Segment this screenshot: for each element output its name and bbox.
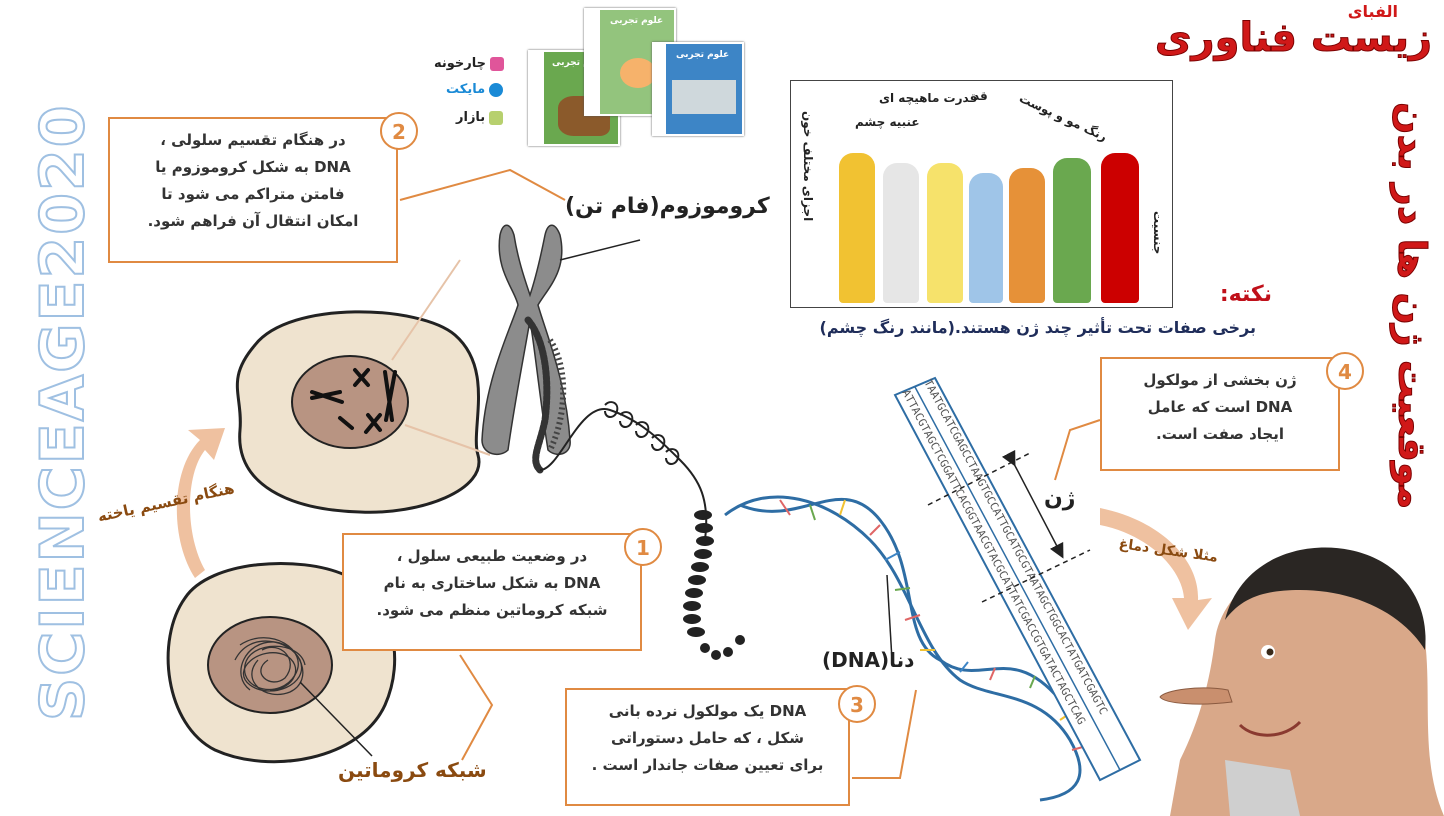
flamingo-image <box>672 80 736 114</box>
box-line: برای تعیین صفات جاندار است . <box>591 756 824 774</box>
dna-strand-left: ATTACGTAGCTCGGATTCACGGTAACGTACGCATTATCGA… <box>899 387 1088 726</box>
box-line: شکل ، که حامل دستوراتی <box>611 729 804 747</box>
label-chromatin: شبکه کروماتین <box>338 758 487 782</box>
label-muscle-power: قدرت ماهیچه ای <box>879 91 978 105</box>
dna-pointer <box>886 574 893 661</box>
label-eye-iris: عنبیه چشم <box>855 115 920 129</box>
box-line: DNA به شکل ساختاری به نام <box>383 574 601 592</box>
children-photo: عنبیه چشم قدرت ماهیچه ای قد رنگ مو و پوس… <box>790 80 1173 308</box>
label-chromosome: کروموزوم(فام تن) <box>565 194 770 219</box>
label-gene: ژن <box>1044 486 1076 511</box>
butterfly-image <box>620 58 656 88</box>
face-illustration <box>1159 547 1444 816</box>
box-line: شبکه کروماتین منظم می شود. <box>376 601 608 619</box>
label-gender: جنسیت <box>1151 211 1165 255</box>
division-arrow <box>176 428 225 578</box>
book-cover-title: علوم تجربی <box>676 50 730 60</box>
zoom-line-top <box>391 259 461 361</box>
children-figures <box>839 123 1169 303</box>
box-number-4: 4 <box>1326 352 1364 390</box>
label-dna: دنا(DNA) <box>822 648 915 672</box>
box-line: DNA به شکل کروموزوم یا <box>155 158 351 176</box>
chromatin-pointer <box>299 681 373 757</box>
zoom-line-bottom <box>404 424 491 456</box>
box-number-2: 2 <box>380 112 418 150</box>
info-box-2: در هنگام تقسیم سلولی ، DNA به شکل کروموز… <box>108 117 398 263</box>
chromatin-fiber <box>539 401 708 541</box>
book-cover-title: علوم تجربی <box>610 16 664 26</box>
gene-to-trait-arrow <box>1100 508 1212 630</box>
brand-label: مایکت <box>446 82 486 97</box>
brand-label: بازار <box>456 110 486 125</box>
chromosome-drawing <box>481 224 641 474</box>
note-title: نکته: <box>1219 282 1272 307</box>
label-height: قد <box>973 89 988 103</box>
box-line: در هنگام تقسیم سلولی ، <box>160 131 346 149</box>
brand-bazaar: بازار <box>456 110 504 125</box>
box-number-3: 3 <box>838 685 876 723</box>
watermark: SCIENCEAGE2020 <box>27 102 99 721</box>
note-text: برخی صفات تحت تأثیر چند ژن هستند.(مانند … <box>819 318 1257 337</box>
brand-myket: مایکت <box>446 82 504 97</box>
gene-region-markers <box>927 449 1091 603</box>
info-box-1: در وضعیت طبیعی سلول ، DNA به شکل ساختاری… <box>342 533 642 651</box>
box-line: فامتن متراکم می شود تا <box>161 185 345 203</box>
box-line: امکان انتقال آن فراهم شود. <box>147 212 359 230</box>
book-cover-1: علوم تجربی <box>528 50 620 146</box>
bazaar-basket-icon <box>489 110 504 125</box>
normal-cell <box>166 562 397 764</box>
box-line: در وضعیت طبیعی سلول ، <box>396 547 588 565</box>
box-leaders <box>399 168 1101 779</box>
dna-ladder <box>893 376 1142 782</box>
nucleosome-beads <box>683 510 745 660</box>
condensed-chromosomes <box>310 368 397 434</box>
myket-icon <box>489 82 504 97</box>
brand-label: چارخونه <box>434 56 487 71</box>
book-cover-title: علوم تجربی <box>552 58 606 68</box>
label-blood-type: اجزای مختلف خون <box>801 111 815 222</box>
brand-charkhoneh: چارخونه <box>434 56 505 71</box>
chromatin-tangle <box>234 637 306 696</box>
box-line: DNA است که عامل <box>1147 398 1293 416</box>
info-box-4: ژن بخشی از مولکول DNA است که عامل ایجاد … <box>1100 357 1340 471</box>
dividing-cell <box>235 259 491 514</box>
box-line: ژن بخشی از مولکول <box>1143 371 1297 389</box>
box-number-1: 1 <box>624 528 662 566</box>
page-title: زیست فناوری <box>1154 15 1432 61</box>
box-line: DNA یک مولکول نرده بانی <box>608 702 807 720</box>
info-box-3: DNA یک مولکول نرده بانی شکل ، که حامل دس… <box>565 688 850 806</box>
charkhoneh-icon <box>490 56 505 71</box>
vertical-title: موقعیت ژن ها در بدن <box>1390 102 1435 510</box>
book-cover-3: علوم تجربی <box>652 42 744 136</box>
box-line: ایجاد صفت است. <box>1156 425 1284 443</box>
title-superscript: الفبای <box>1347 2 1398 21</box>
